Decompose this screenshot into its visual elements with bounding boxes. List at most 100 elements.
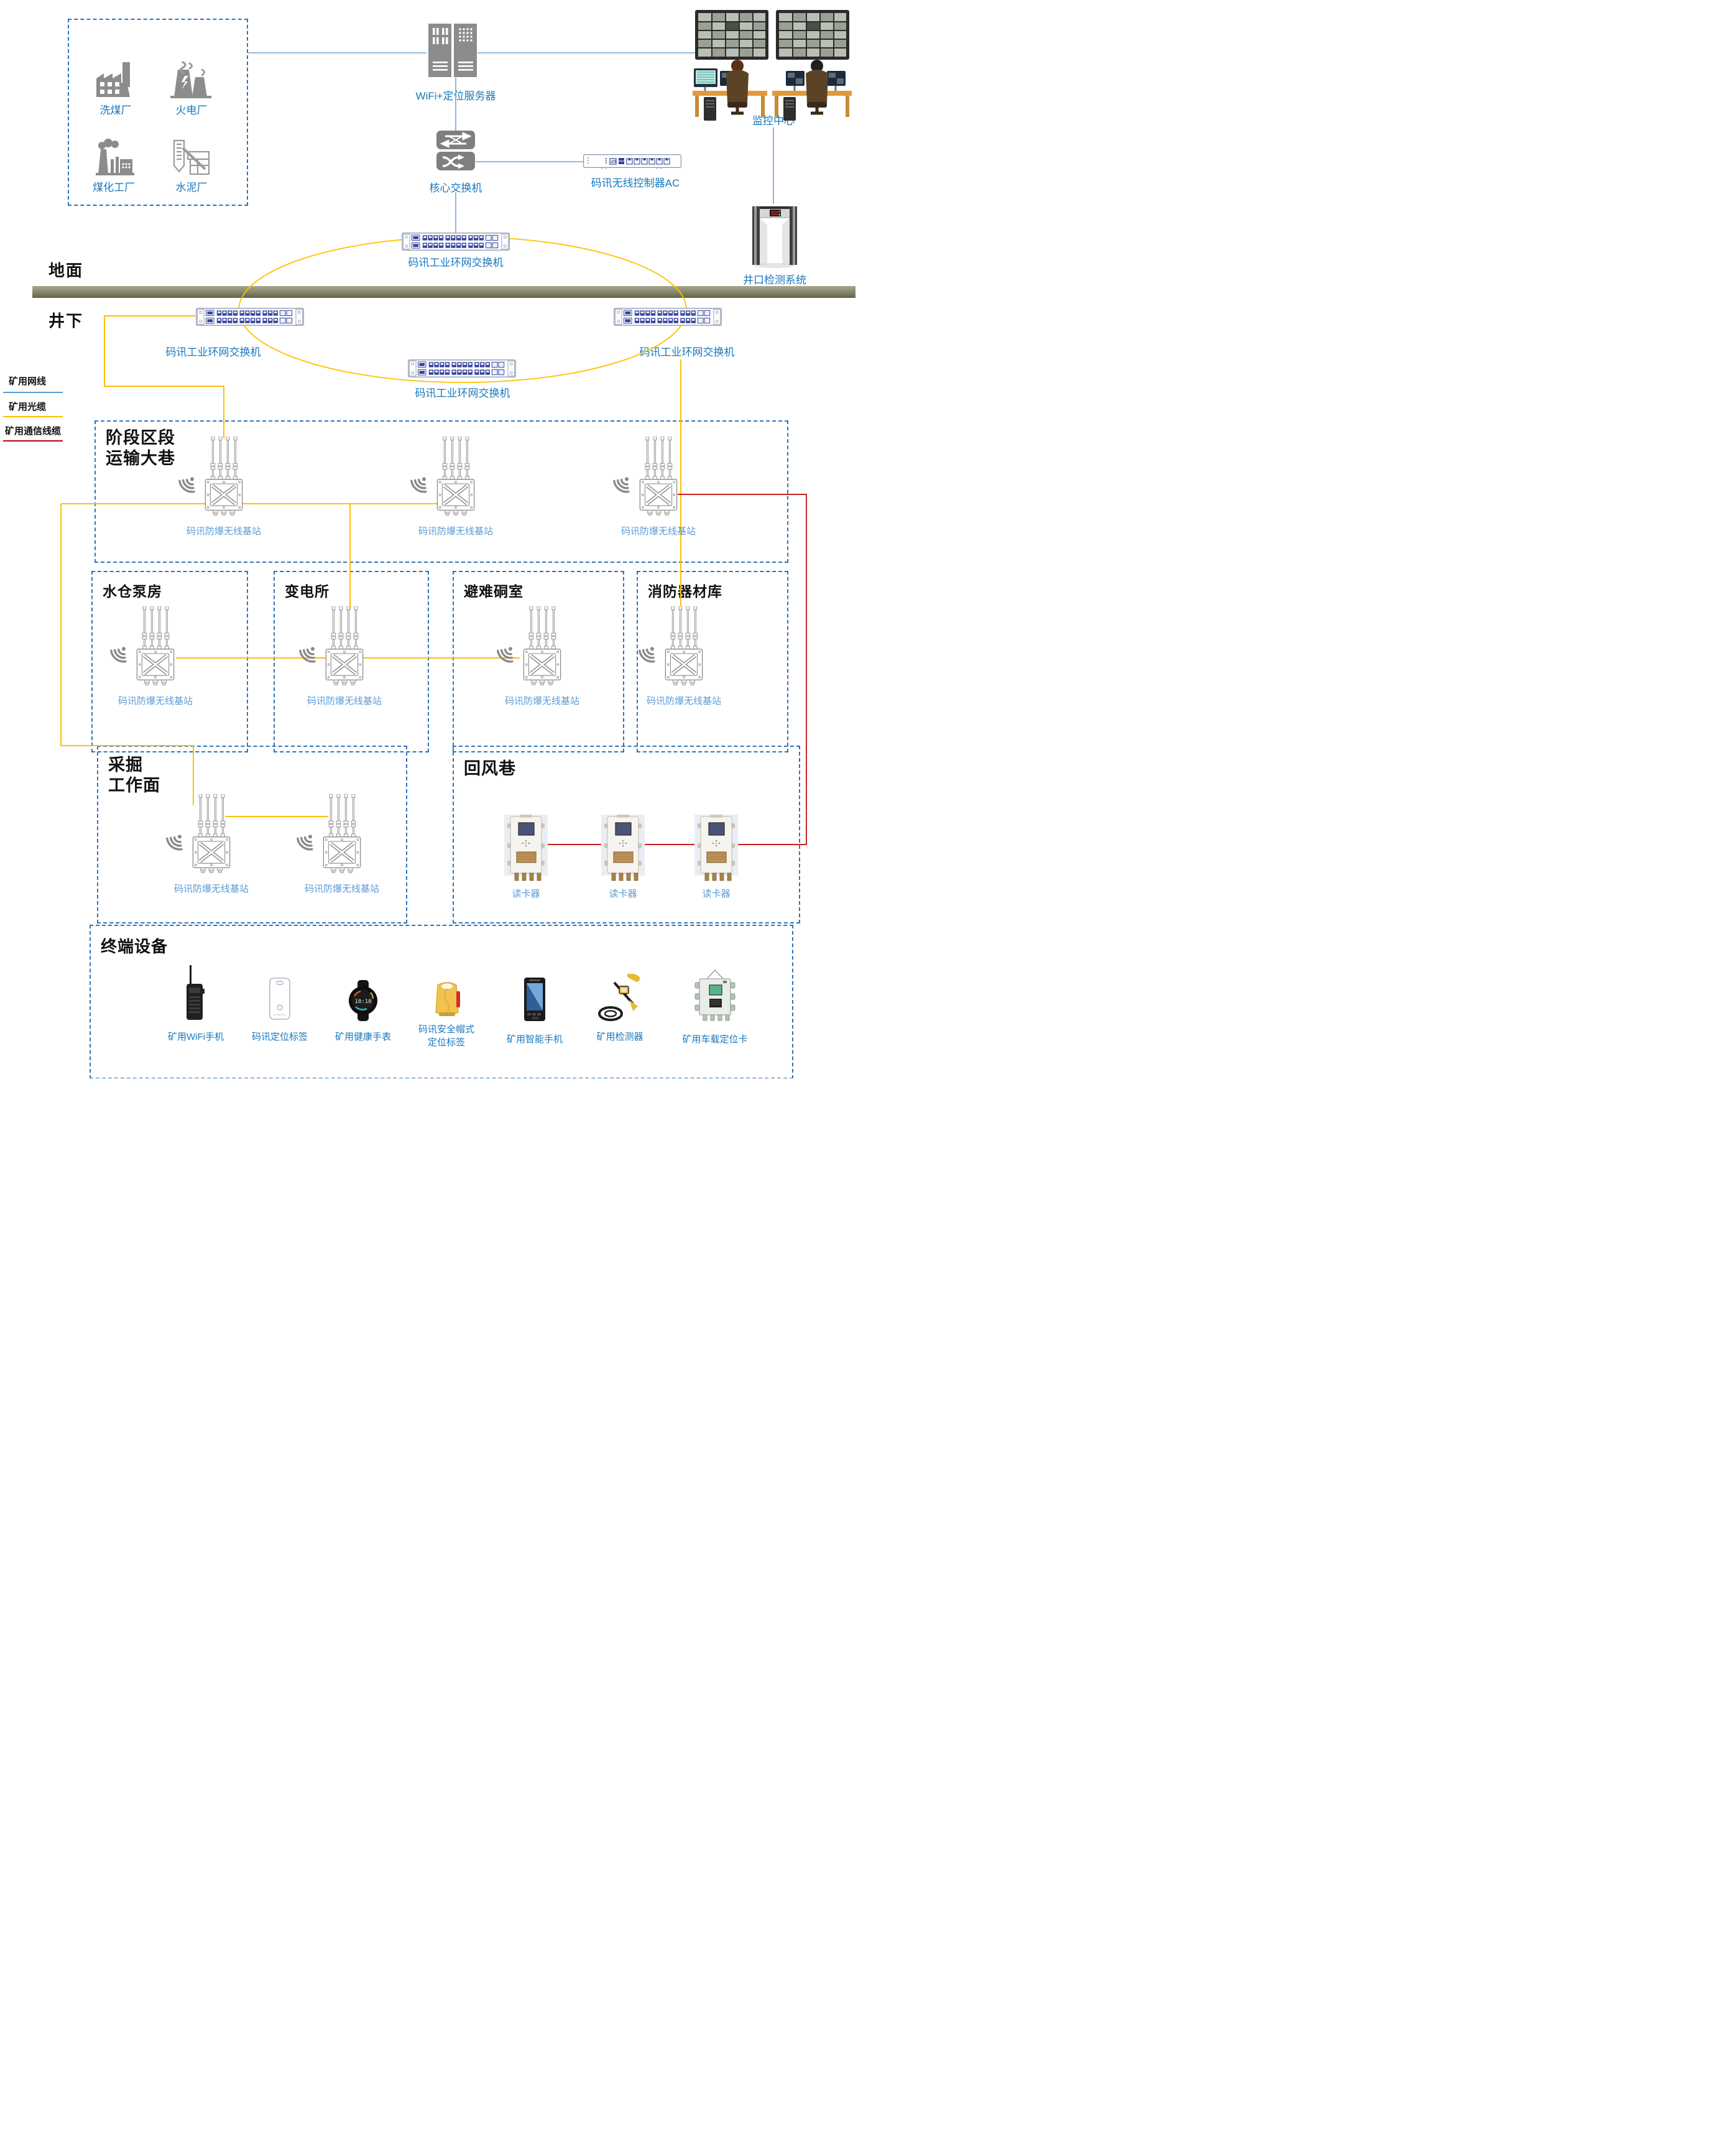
base-station-label: 码讯防爆无线基站 bbox=[620, 526, 696, 537]
coal-chemical-plant-icon bbox=[92, 138, 136, 175]
mining-face-box bbox=[97, 746, 407, 923]
surface-plants-box bbox=[68, 19, 248, 206]
card-reader-label: 读卡器 bbox=[609, 889, 637, 899]
ring-switch-right bbox=[613, 308, 722, 326]
underground-zone-label: 井下 bbox=[48, 312, 84, 330]
ground-zone-label: 地面 bbox=[48, 261, 84, 280]
smartphone-label: 矿用智能手机 bbox=[506, 1034, 563, 1045]
base-station-label: 码讯防爆无线基站 bbox=[118, 696, 193, 706]
pump-room-title: 水仓泵房 bbox=[103, 583, 162, 599]
legend-network-cable-line bbox=[3, 392, 63, 393]
coal-washing-plant-icon bbox=[94, 61, 137, 98]
helmet-tag-label-line2: 定位标签 bbox=[427, 1037, 466, 1048]
transport-title: 阶段区段 运输大巷 bbox=[106, 428, 175, 469]
base-station: 码讯防爆无线基站 bbox=[131, 606, 193, 706]
cement-plant-label: 水泥厂 bbox=[175, 182, 208, 193]
transport-title-line1: 阶段区段 bbox=[106, 428, 175, 447]
card-reader: 读卡器 bbox=[601, 815, 645, 899]
helmet-tag-label-line1: 码讯安全帽式 bbox=[418, 1024, 475, 1035]
card-reader: 读卡器 bbox=[694, 815, 738, 899]
wifi-signal-icon bbox=[296, 644, 320, 667]
transport-title-line2: 运输大巷 bbox=[106, 448, 175, 468]
refuge-chamber-title: 避难硐室 bbox=[464, 583, 523, 599]
ring-switch-right-label: 码讯工业环网交换机 bbox=[638, 343, 736, 359]
base-station: 码讯防爆无线基站 bbox=[317, 794, 379, 894]
legend-fiber-cable-label: 矿用光缆 bbox=[9, 402, 47, 412]
vehicle-card-label: 矿用车载定位卡 bbox=[682, 1034, 748, 1045]
detection-gate-icon bbox=[749, 204, 801, 269]
terminal-devices-title: 终端设备 bbox=[101, 937, 168, 956]
shaft-gate-label: 井口检测系统 bbox=[743, 274, 806, 286]
wifi-signal-icon bbox=[107, 644, 131, 667]
wifi-signal-icon bbox=[163, 831, 187, 855]
core-switch-label: 核心交换机 bbox=[427, 179, 484, 195]
base-station: 码讯防爆无线基站 bbox=[431, 437, 493, 537]
coal-chemical-plant-label: 煤化工厂 bbox=[93, 182, 135, 193]
metal-detector-icon bbox=[597, 974, 644, 1027]
base-station: 码讯防爆无线基站 bbox=[199, 437, 261, 537]
base-station-label: 码讯防爆无线基站 bbox=[646, 696, 721, 706]
smartphone-icon bbox=[524, 978, 545, 1025]
vehicle-card-icon bbox=[694, 969, 736, 1025]
base-station-label: 码讯防爆无线基站 bbox=[304, 884, 379, 894]
base-station: 码讯防爆无线基站 bbox=[659, 606, 721, 706]
wifi-signal-icon bbox=[175, 474, 199, 497]
ring-switch-top-label: 码讯工业环网交换机 bbox=[408, 257, 504, 269]
helmet-tag-label: 码讯安全帽式 定位标签 bbox=[418, 1022, 474, 1048]
helmet-tag-icon bbox=[433, 980, 461, 1023]
legend-network-cable-label: 矿用网线 bbox=[9, 376, 47, 387]
thermal-power-plant-icon bbox=[169, 61, 213, 98]
card-reader-label: 读卡器 bbox=[702, 889, 731, 899]
card-reader-label: 读卡器 bbox=[512, 889, 540, 899]
wifi-signal-icon bbox=[293, 831, 317, 855]
cement-plant-icon bbox=[169, 138, 213, 175]
wifi-signal-icon bbox=[494, 644, 517, 667]
wifi-signal-icon bbox=[610, 474, 634, 497]
ring-switch-bottom-label: 码讯工业环网交换机 bbox=[415, 387, 510, 399]
metal-detector-label: 矿用检测器 bbox=[596, 1032, 643, 1042]
mine-network-topology-diagram: 10:10 bbox=[0, 0, 856, 1078]
mining-face-title: 采掘 工作面 bbox=[108, 755, 160, 796]
legend-comm-cable-line bbox=[3, 440, 63, 442]
ground-surface-divider bbox=[32, 286, 856, 298]
wifi-phone-label: 矿用WiFi手机 bbox=[168, 1032, 224, 1042]
transport-roadway-box bbox=[95, 420, 788, 563]
core-switch-icon bbox=[436, 131, 475, 170]
base-station-label: 码讯防爆无线基站 bbox=[186, 526, 261, 537]
health-watch-icon bbox=[346, 980, 380, 1024]
positioning-tag-label: 码讯定位标签 bbox=[251, 1032, 308, 1042]
health-watch-label: 矿用健康手表 bbox=[334, 1032, 392, 1042]
refuge-chamber-box bbox=[453, 571, 624, 752]
wifi-signal-icon bbox=[635, 644, 659, 667]
ac-controller-label: 码讯无线控制器AC bbox=[591, 177, 680, 189]
control-room-icon bbox=[693, 9, 852, 147]
wireless-controller-icon bbox=[583, 154, 681, 169]
base-station: 码讯防爆无线基站 bbox=[634, 437, 696, 537]
base-station-label: 码讯防爆无线基站 bbox=[307, 696, 382, 706]
wifi-signal-icon bbox=[407, 474, 431, 497]
return-airway-title: 回风巷 bbox=[464, 759, 516, 778]
legend-comm-cable-label: 矿用通信线缆 bbox=[5, 426, 62, 437]
server-label: WiFi+定位服务器 bbox=[415, 90, 496, 102]
mining-face-title-line1: 采掘 bbox=[108, 756, 143, 774]
legend-fiber-cable-line bbox=[3, 416, 63, 417]
substation-title: 变电所 bbox=[285, 583, 330, 599]
base-station: 码讯防爆无线基站 bbox=[517, 606, 579, 706]
fire-equipment-title: 消防器材库 bbox=[648, 583, 722, 599]
base-station-label: 码讯防爆无线基站 bbox=[504, 696, 579, 706]
ring-switch-left-label: 码讯工业环网交换机 bbox=[164, 343, 262, 359]
card-reader: 读卡器 bbox=[504, 815, 548, 899]
positioning-tag-icon bbox=[269, 978, 290, 1023]
base-station: 码讯防爆无线基站 bbox=[320, 606, 382, 706]
wifi-phone-icon bbox=[187, 965, 205, 1025]
thermal-power-plant-label: 火电厂 bbox=[175, 104, 208, 116]
coal-washing-plant-label: 洗煤厂 bbox=[99, 104, 132, 116]
terminal-devices-box bbox=[90, 925, 793, 1078]
ring-switch-top bbox=[401, 233, 510, 251]
base-station: 码讯防爆无线基站 bbox=[187, 794, 249, 894]
ring-switch-left bbox=[195, 308, 305, 326]
base-station-label: 码讯防爆无线基站 bbox=[173, 884, 249, 894]
base-station-label: 码讯防爆无线基站 bbox=[418, 526, 493, 537]
mining-face-title-line2: 工作面 bbox=[108, 775, 160, 795]
ring-switch-bottom bbox=[407, 359, 517, 377]
